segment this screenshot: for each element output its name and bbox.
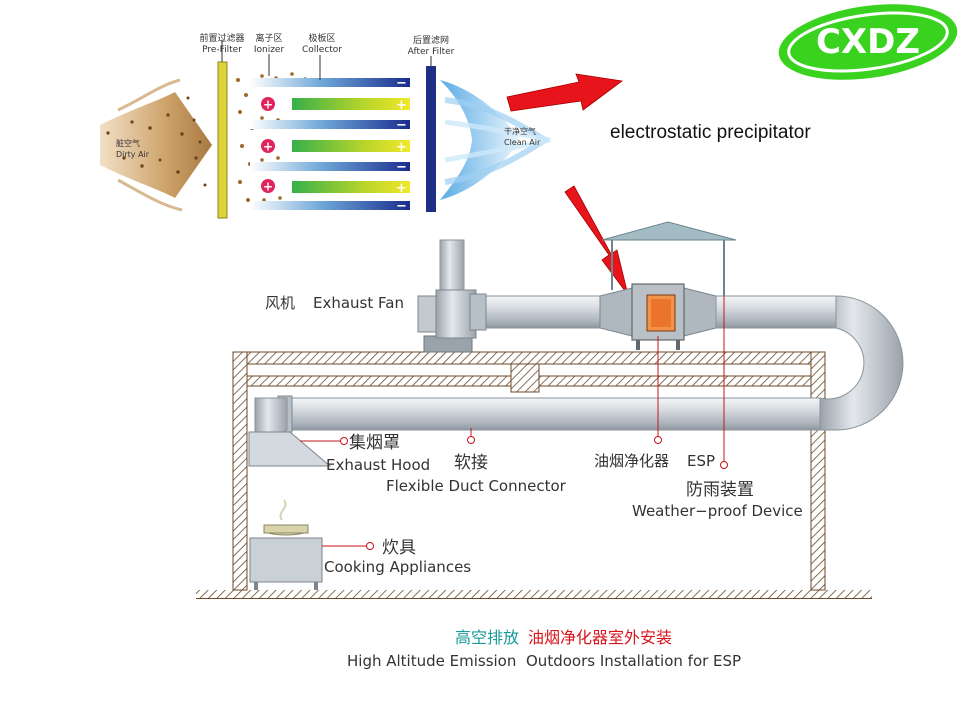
cooking-appliances [249, 499, 323, 590]
ion-charges: + + + [261, 97, 275, 194]
esp-outlet-transition [683, 287, 717, 337]
right-wall [810, 351, 826, 591]
dirty-air-cn-label: 脏空气 [116, 138, 140, 148]
logo: CXDZ [778, 4, 958, 80]
left-wall [232, 351, 248, 591]
logo-ellipse [778, 4, 958, 80]
esp-principle-diagram: 脏空气 Dirty Air 前置过滤器 Pre-Filter 离子区 Ioniz… [100, 32, 551, 219]
negative-plates [250, 78, 410, 210]
clean-air-arrow [440, 80, 551, 200]
minus-sign: − [396, 199, 407, 214]
pre-filter-bar [217, 61, 228, 219]
cooking-en-label: Cooking Appliances [324, 558, 471, 576]
roof-duct-right [715, 295, 837, 329]
caption: 高空排放 油烟净化器室外安装 High Altitude Emission Ou… [347, 628, 741, 670]
ceiling-beam [510, 363, 540, 393]
weather-proof-device [601, 221, 737, 296]
exhaust-hood-cn-label: 集烟罩 [349, 433, 400, 453]
esp-unit [631, 283, 685, 350]
plus-sign: + [396, 181, 407, 196]
exhaust-hood-en-label: Exhaust Hood [326, 456, 430, 474]
dirty-air-arrow [100, 78, 212, 212]
exhaust-fan-en-label: Exhaust Fan [313, 294, 404, 312]
roof-duct-left [475, 295, 607, 329]
caption-right-en: Outdoors Installation for ESP [526, 652, 741, 670]
roof-slab [232, 351, 826, 365]
after-filter-cn-label: 后置滤网 [413, 34, 449, 46]
caption-left-en: High Altitude Emission [347, 652, 516, 670]
ion-plus: + [263, 98, 273, 112]
esp-inlet-transition [599, 287, 633, 337]
after-filter-bar [426, 66, 436, 212]
minus-sign: − [396, 160, 407, 175]
clean-air-cn-label: 干净空气 [504, 126, 536, 136]
installation-diagram: 风机 Exhaust Fan [196, 221, 904, 599]
esp-cn-label: 油烟净化器 [594, 452, 669, 470]
esp-en-label: ESP [687, 452, 715, 470]
flex-duct-cn-label: 软接 [454, 453, 488, 473]
exhaust-fan-cn-label: 风机 [265, 294, 295, 312]
dirty-air-en-label: Dirty Air [116, 150, 150, 159]
annotation-arrow-top [506, 73, 624, 112]
collector-cn-label: 极板区 [308, 32, 335, 44]
positive-plates [292, 98, 410, 193]
minus-sign: − [396, 76, 407, 91]
caption-right-cn: 油烟净化器室外安装 [528, 628, 672, 647]
caption-left-cn: 高空排放 [455, 628, 519, 647]
flex-connector-roof [469, 293, 487, 331]
ion-plus: + [263, 140, 273, 154]
weather-proof-cn-label: 防雨装置 [686, 480, 754, 500]
minus-sign: − [396, 118, 407, 133]
cooking-cn-label: 炊具 [382, 538, 416, 558]
exhaust-hood [248, 431, 332, 467]
ion-plus: + [263, 180, 273, 194]
pre-filter-en-label: Pre-Filter [202, 45, 242, 55]
plate-signs: − − − − + + + [396, 76, 407, 214]
logo-text: CXDZ [816, 22, 920, 62]
exhaust-fan [417, 289, 477, 353]
ground-hatch [196, 590, 872, 598]
weather-proof-en-label: Weather−proof Device [632, 502, 803, 520]
interior-duct [286, 397, 821, 431]
after-filter-en-label: After Filter [408, 47, 455, 57]
plus-sign: + [396, 98, 407, 113]
leader-lines [300, 296, 728, 550]
pre-filter-cn-label: 前置过滤器 [199, 32, 244, 44]
flex-duct-en-label: Flexible Duct Connector [386, 477, 567, 495]
clean-air-en-label: Clean Air [504, 138, 541, 147]
collector-en-label: Collector [302, 45, 342, 55]
ionizer-cn-label: 离子区 [255, 32, 282, 44]
logo-ring [787, 11, 949, 73]
ionizer-en-label: Ionizer [254, 45, 285, 55]
annotation-text: electrostatic precipitator [610, 122, 811, 143]
plus-sign: + [396, 140, 407, 155]
u-bend-duct [819, 295, 904, 431]
